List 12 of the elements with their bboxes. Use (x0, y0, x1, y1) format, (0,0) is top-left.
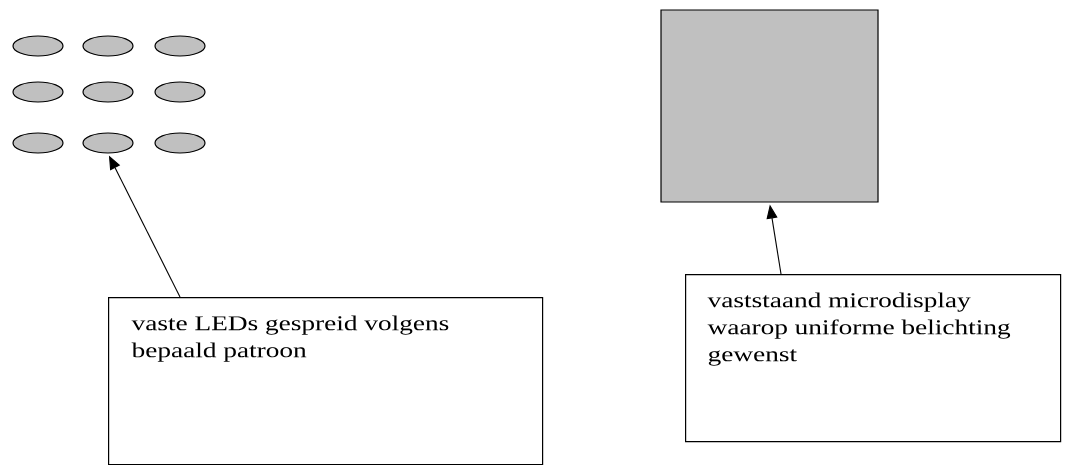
led-ellipse (154, 35, 206, 57)
led-ellipse (82, 81, 134, 103)
display-square (660, 9, 879, 203)
led-ellipse (154, 132, 206, 154)
text-box: vaste LEDs gespreid volgens bepaald patroon (108, 297, 544, 465)
led-ellipse (12, 81, 64, 103)
led-ellipse (82, 35, 134, 57)
led-ellipse (12, 35, 64, 57)
led-ellipse (154, 81, 206, 103)
led-ellipse (12, 132, 64, 154)
text-box: vaststaand microdisplay waarop uniforme belichting gewenst (685, 274, 1062, 443)
led-ellipse (82, 132, 134, 154)
